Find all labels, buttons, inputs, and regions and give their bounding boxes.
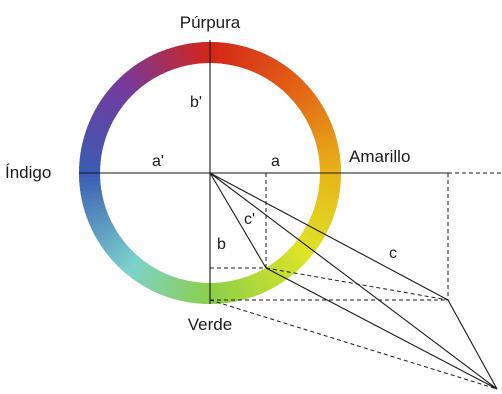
label-c: c (389, 245, 397, 262)
ring-segment (89, 173, 210, 252)
label-a: a (271, 153, 280, 170)
ring-segment (210, 173, 311, 276)
ring-segment (210, 59, 299, 173)
ring-segment (95, 173, 210, 260)
label-top: Púrpura (180, 13, 241, 32)
label-bottom: Verde (188, 315, 232, 334)
ring-segment (210, 173, 318, 269)
vector-c-prime-line (209, 172, 267, 269)
ring-segment (210, 65, 306, 173)
label-b-prime: b' (190, 94, 202, 111)
ring-segment (127, 55, 210, 173)
ring-segment (210, 173, 321, 266)
ring-segment (100, 173, 210, 267)
projection-lower (209, 299, 498, 390)
vector-result-line (209, 172, 498, 390)
label-c-prime: c' (244, 211, 255, 228)
ring-segment (210, 68, 310, 173)
ring-segment (210, 72, 313, 173)
ring-segment (107, 173, 210, 274)
ring-segment (92, 173, 210, 256)
ring-segment (210, 62, 303, 173)
ring-segment (210, 83, 323, 173)
projection-diagonal (265, 267, 449, 301)
c-to-result-line (447, 299, 498, 390)
ring-segment (110, 173, 210, 278)
label-a-prime: a' (152, 153, 164, 170)
ring-segment (117, 173, 210, 284)
ring-segment (210, 173, 308, 279)
ring-segment (97, 173, 210, 263)
ring-segment (131, 52, 210, 173)
ring-segment (210, 90, 328, 173)
ring-segment (205, 41, 213, 173)
ring-segment (120, 60, 210, 173)
ring-segment (210, 173, 304, 283)
label-right: Amarillo (349, 147, 410, 166)
vector-c-line (209, 172, 449, 301)
ring-segment (210, 173, 315, 273)
ring-segment (210, 173, 293, 291)
label-b: b (217, 236, 226, 253)
label-left: Índigo (5, 163, 51, 182)
ring-segment (210, 79, 320, 173)
ring-segment (123, 58, 210, 173)
ring-segment (121, 173, 210, 287)
ring-segment (210, 75, 316, 173)
ring-segment (104, 173, 210, 271)
ring-segment (210, 173, 289, 294)
ring-segment (210, 86, 325, 173)
result-connector-line (265, 267, 498, 390)
ring-segment (114, 173, 210, 281)
